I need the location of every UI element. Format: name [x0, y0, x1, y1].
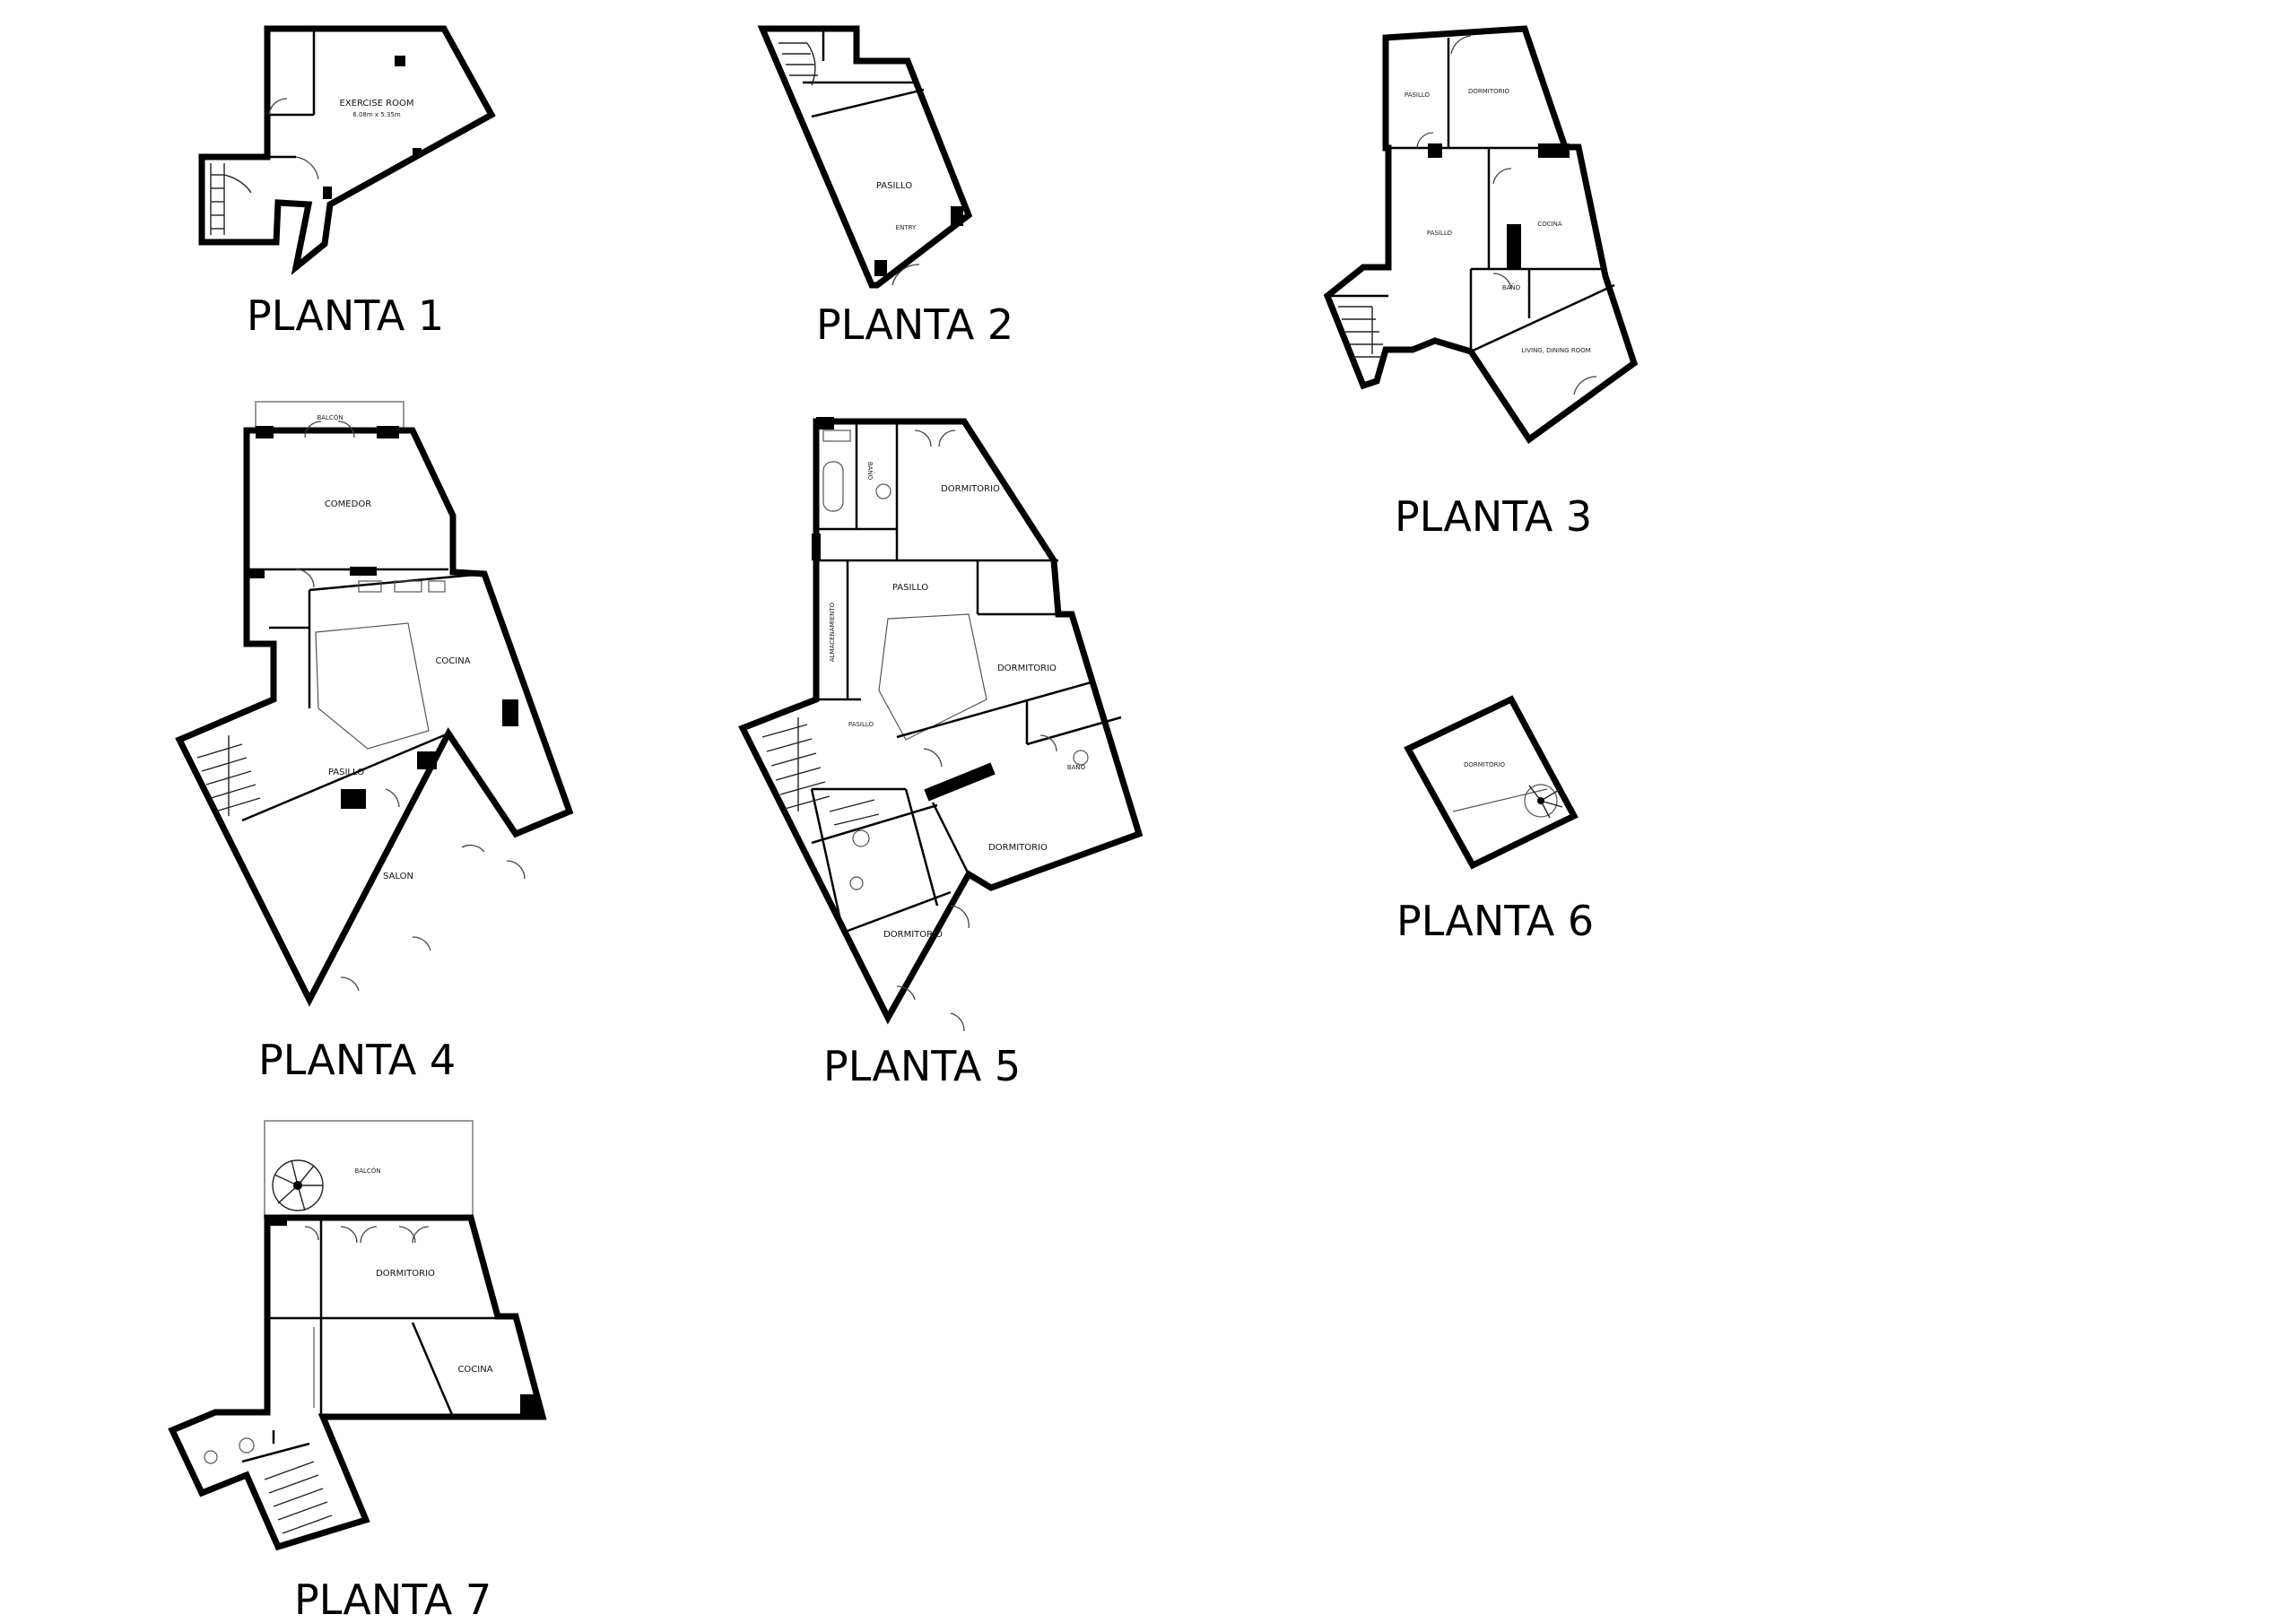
floor-title: PLANTA 2	[816, 300, 1013, 349]
floor-plan-planta-6: DORMITORIO PLANTA 6	[1396, 695, 1594, 945]
room-label: PASILLO	[848, 721, 874, 728]
room-label: BAÑO	[1502, 283, 1521, 291]
room-label: LIVING, DINING ROOM	[1521, 347, 1591, 354]
floor-plan-planta-1: EXERCISE ROOM 6.08m x 5.35m PLANTA 1	[198, 25, 496, 340]
room-label: COMEDOR	[325, 499, 371, 509]
room-label: BAÑO	[866, 462, 874, 481]
floor-plan-planta-3: PASILLO DORMITORIO PASILLO COCINA BAÑO L…	[1323, 25, 1639, 541]
room-label: PASILLO	[1427, 230, 1453, 237]
floor-title: PLANTA 4	[258, 1036, 456, 1084]
room-label: COCINA	[1537, 221, 1562, 228]
floor-title: PLANTA 3	[1395, 492, 1592, 541]
room-label: PASILLO	[328, 768, 364, 777]
room-label: EXERCISE ROOM	[339, 99, 413, 108]
room-label: COCINA	[435, 656, 470, 666]
room-label: ENTRY	[896, 224, 917, 231]
room-label: DORMITORIO	[376, 1269, 435, 1279]
floor-plan-planta-2: PASILLO ENTRY PLANTA 2	[757, 25, 1013, 349]
room-label: PASILLO	[876, 181, 912, 191]
room-label: DORMITORIO	[1468, 88, 1510, 95]
room-label: PASILLO	[892, 583, 928, 593]
floor-plan-planta-5: BAÑO DORMITORIO PASILLO ALMACENAMIENTO D…	[738, 417, 1144, 1090]
room-label: DORMITORIO	[883, 930, 943, 940]
room-label: DORMITORIO	[997, 664, 1057, 673]
room-label: ALMACENAMIENTO	[829, 602, 836, 662]
room-label: BAÑO	[1067, 763, 1086, 771]
room-label: BALCÓN	[354, 1167, 380, 1175]
room-label: COCINA	[457, 1365, 492, 1375]
floor-title: PLANTA 5	[823, 1042, 1021, 1090]
room-label: BALCÓN	[317, 413, 343, 421]
room-label: DORMITORIO	[988, 843, 1048, 853]
room-dimensions: 6.08m x 5.35m	[352, 111, 401, 118]
room-label: SALON	[383, 872, 413, 881]
floor-plan-planta-4: BALCÓN COMEDOR COCINA PASILLO SALON PLAN…	[175, 401, 574, 1084]
floor-title: PLANTA 7	[294, 1575, 491, 1623]
room-label: DORMITORIO	[941, 484, 1000, 494]
floor-title: PLANTA 1	[247, 291, 444, 340]
floor-title: PLANTA 6	[1396, 897, 1594, 945]
room-label: DORMITORIO	[1464, 761, 1506, 768]
floor-plan-planta-7: BALCÓN DORMITORIO COCINA PLANTA 7	[168, 1120, 547, 1623]
room-label: PASILLO	[1405, 91, 1431, 99]
